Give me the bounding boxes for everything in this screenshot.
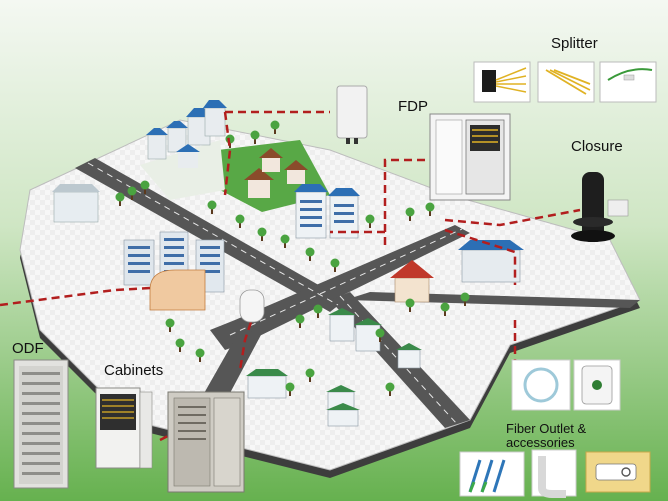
odf-label: ODF [12,340,44,357]
road-markings [87,162,463,425]
buildings [52,100,524,427]
splitter-label: Splitter [551,35,598,52]
splitter-icon [473,61,657,103]
wall-box-icon [336,85,368,144]
fiber-outlet-label-line1: Fiber Outlet & [506,421,587,436]
odf-rack-icon [13,359,69,489]
label-clip-icon [585,451,651,493]
fdp-label: FDP [398,98,428,115]
closure-icon [571,172,629,242]
fiber-outlet-label-line2: accessories [506,434,575,450]
cable-hook-icon [531,449,577,498]
fiber-outlet-icon [511,359,621,411]
street-cabinet-icon [239,289,265,323]
closure-label: Closure [571,138,623,155]
fiber-outlet-label: Fiber Outlet & accessories [506,422,586,449]
cabinet-icon [95,387,245,493]
fdp-cabinet-icon [429,113,511,201]
cabinets-label: Cabinets [104,362,164,379]
tool-icon [459,451,525,497]
